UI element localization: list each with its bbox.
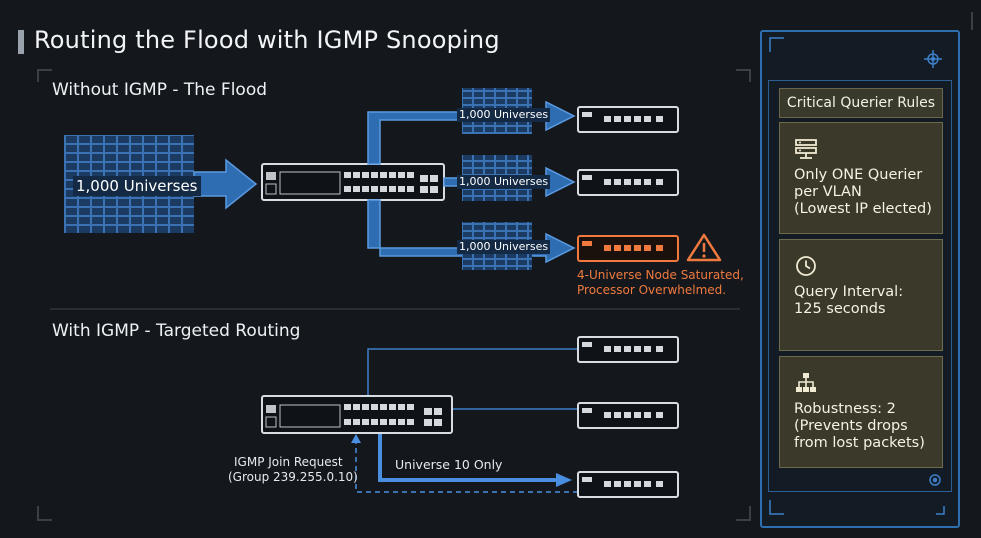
rule-3-line-3: from lost packets) bbox=[794, 435, 925, 451]
rule-1-line-1: Only ONE Querier bbox=[794, 167, 923, 183]
rule-1-line-3: (Lowest IP elected) bbox=[794, 201, 932, 217]
node-switch-igmp-3 bbox=[577, 471, 679, 498]
clock-icon bbox=[796, 256, 816, 276]
branch-label-1: 1,000 Universes bbox=[457, 108, 551, 122]
rule-2-line-1: Query Interval: bbox=[794, 284, 904, 300]
join-request-line bbox=[355, 441, 578, 493]
rules-panel-inner-frame bbox=[768, 80, 952, 492]
join-request-arrowhead bbox=[351, 434, 361, 443]
title-accent-bar bbox=[18, 30, 24, 54]
rules-panel-title: Critical Querier Rules bbox=[779, 88, 943, 118]
saturation-warning-line-2: Processor Overwhelmed. bbox=[577, 283, 727, 297]
join-request-line-2: (Group 239.255.0.10) bbox=[228, 470, 358, 484]
rule-card-interval: Query Interval: 125 seconds bbox=[779, 239, 943, 351]
branch-label-3: 1,000 Universes bbox=[457, 240, 551, 254]
join-request-line-1: IGMP Join Request bbox=[234, 455, 343, 469]
node-switch-flood-2 bbox=[577, 169, 679, 196]
rule-3-line-2: (Prevents drops bbox=[794, 418, 908, 434]
igmp-section-label: With IGMP - Targeted Routing bbox=[52, 321, 301, 341]
frame-corners bbox=[37, 12, 973, 521]
targeted-route bbox=[378, 433, 558, 482]
rule-2-line-2: 125 seconds bbox=[794, 301, 886, 317]
node-switch-igmp-1 bbox=[577, 336, 679, 363]
node-switch-flood-1 bbox=[577, 106, 679, 133]
switch-core-igmp bbox=[261, 395, 453, 434]
flood-arrow-main bbox=[193, 158, 258, 210]
source-universe-label: 1,000 Universes bbox=[73, 176, 201, 196]
server-icon bbox=[795, 139, 817, 159]
rule-3-line-1: Robustness: 2 bbox=[794, 401, 896, 417]
hierarchy-icon bbox=[796, 373, 816, 392]
targeted-route-arrowhead bbox=[556, 473, 572, 487]
warning-icon bbox=[686, 233, 722, 262]
branch-label-2: 1,000 Universes bbox=[457, 175, 551, 189]
node-switch-saturated bbox=[577, 235, 679, 262]
rule-card-robustness: Robustness: 2 (Prevents drops from lost … bbox=[779, 356, 943, 468]
node-switch-igmp-2 bbox=[577, 402, 679, 429]
saturation-warning-line-1: 4-Universe Node Saturated, bbox=[577, 268, 744, 282]
rule-card-querier: Only ONE Querier per VLAN (Lowest IP ele… bbox=[779, 122, 943, 234]
switch-core-flood bbox=[261, 163, 445, 201]
page-title: Routing the Flood with IGMP Snooping bbox=[34, 26, 500, 54]
flood-section-label: Without IGMP - The Flood bbox=[52, 80, 268, 100]
rule-1-line-2: per VLAN bbox=[794, 184, 862, 200]
igmp-links bbox=[367, 348, 578, 410]
targeted-route-label: Universe 10 Only bbox=[395, 457, 503, 472]
